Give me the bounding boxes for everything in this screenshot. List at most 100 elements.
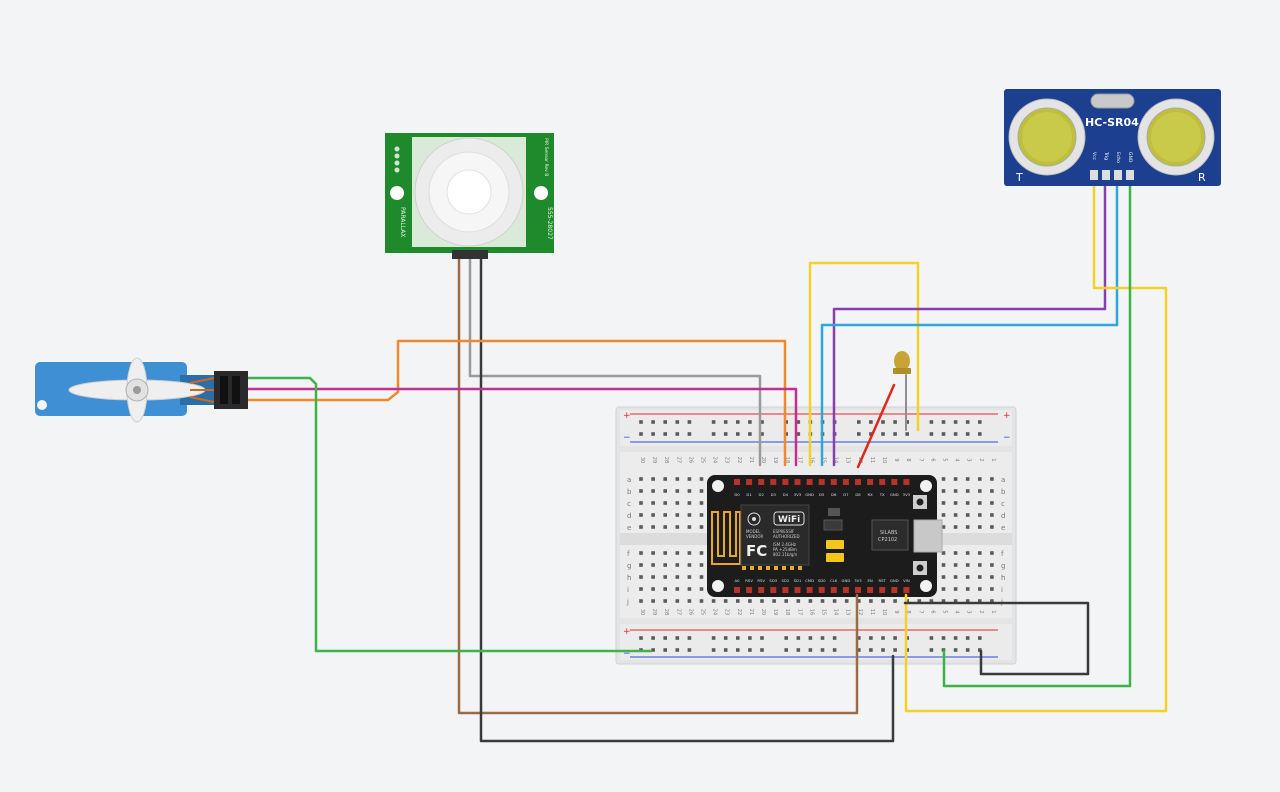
rail-hole[interactable]: [965, 432, 970, 436]
terminal-hole[interactable]: [953, 551, 958, 555]
rail-hole[interactable]: [820, 636, 825, 640]
rail-hole[interactable]: [881, 648, 885, 652]
rail-hole[interactable]: [832, 648, 837, 652]
rail-hole[interactable]: [869, 420, 873, 424]
ultrasonic-sensor[interactable]: HC-SR04 T R Vcc Trig Echo GND: [1004, 89, 1221, 186]
rail-hole[interactable]: [651, 432, 655, 436]
wires[interactable]: [246, 183, 1168, 743]
rail-hole[interactable]: [941, 420, 946, 424]
rail-hole[interactable]: [905, 420, 909, 424]
mcu-bottom-header[interactable]: [734, 587, 910, 593]
terminal-hole[interactable]: [639, 525, 643, 529]
mcu-top-header[interactable]: [734, 479, 910, 570]
rail-hole[interactable]: [857, 420, 861, 424]
terminal-hole[interactable]: [699, 489, 704, 493]
terminal-hole[interactable]: [929, 599, 934, 603]
terminal-hole[interactable]: [699, 587, 704, 591]
terminal-hole[interactable]: [978, 525, 982, 529]
terminal-hole[interactable]: [965, 587, 970, 591]
terminal-hole[interactable]: [965, 599, 970, 603]
rail-hole[interactable]: [905, 432, 909, 436]
terminal-hole[interactable]: [687, 489, 692, 493]
rail-hole[interactable]: [651, 420, 655, 424]
rail-hole[interactable]: [808, 648, 813, 652]
terminal-hole[interactable]: [965, 489, 970, 493]
mcu-pin[interactable]: [842, 587, 849, 593]
mcu-pin[interactable]: [842, 479, 849, 485]
rail-hole[interactable]: [663, 648, 667, 652]
terminal-hole[interactable]: [699, 575, 704, 579]
terminal-hole[interactable]: [941, 477, 946, 481]
rail-hole[interactable]: [978, 636, 982, 640]
rail-hole[interactable]: [723, 432, 728, 436]
terminal-hole[interactable]: [639, 563, 643, 567]
mcu-pin[interactable]: [891, 587, 898, 593]
terminal-hole[interactable]: [687, 551, 692, 555]
terminal-hole[interactable]: [675, 563, 680, 567]
terminal-hole[interactable]: [723, 599, 728, 603]
rail-hole[interactable]: [820, 648, 825, 652]
mcu-pin[interactable]: [879, 587, 886, 593]
terminal-hole[interactable]: [639, 477, 643, 481]
mcu-pin[interactable]: [830, 587, 837, 593]
terminal-hole[interactable]: [953, 525, 958, 529]
mcu-pin[interactable]: [806, 587, 813, 593]
rail-hole[interactable]: [953, 420, 958, 424]
terminal-hole[interactable]: [953, 489, 958, 493]
terminal-hole[interactable]: [687, 575, 692, 579]
rail-hole[interactable]: [857, 648, 861, 652]
rail-hole[interactable]: [881, 432, 885, 436]
terminal-hole[interactable]: [651, 477, 655, 481]
rail-hole[interactable]: [965, 648, 970, 652]
terminal-hole[interactable]: [748, 599, 752, 603]
terminal-hole[interactable]: [978, 551, 982, 555]
mcu-pin[interactable]: [782, 587, 789, 593]
rail-hole[interactable]: [723, 636, 728, 640]
rail-hole[interactable]: [953, 636, 958, 640]
terminal-hole[interactable]: [965, 575, 970, 579]
sonar-pin-3[interactable]: [1114, 170, 1122, 180]
pir-sensor[interactable]: PARALLAX 555-28027 PIR Sensor Rev B: [385, 133, 554, 259]
terminal-hole[interactable]: [639, 551, 643, 555]
rail-hole[interactable]: [953, 648, 958, 652]
rail-hole[interactable]: [796, 636, 801, 640]
rail-hole[interactable]: [869, 636, 873, 640]
terminal-hole[interactable]: [869, 599, 873, 603]
rail-hole[interactable]: [857, 636, 861, 640]
terminal-hole[interactable]: [832, 599, 837, 603]
terminal-hole[interactable]: [941, 575, 946, 579]
mcu-pin[interactable]: [867, 479, 874, 485]
mcu-pin[interactable]: [746, 479, 753, 485]
pir-connector[interactable]: [452, 250, 488, 259]
terminal-hole[interactable]: [687, 477, 692, 481]
terminal-hole[interactable]: [699, 501, 704, 505]
rail-hole[interactable]: [723, 420, 728, 424]
servo-connector[interactable]: [214, 371, 248, 409]
terminal-hole[interactable]: [699, 525, 704, 529]
terminal-hole[interactable]: [675, 501, 680, 505]
mcu-pin[interactable]: [734, 479, 740, 485]
terminal-hole[interactable]: [663, 587, 667, 591]
terminal-hole[interactable]: [651, 525, 655, 529]
mcu-pin[interactable]: [855, 479, 861, 485]
terminal-hole[interactable]: [639, 501, 643, 505]
terminal-hole[interactable]: [651, 563, 655, 567]
led[interactable]: [893, 351, 911, 374]
terminal-hole[interactable]: [965, 525, 970, 529]
terminal-hole[interactable]: [651, 575, 655, 579]
terminal-hole[interactable]: [651, 551, 655, 555]
terminal-hole[interactable]: [978, 575, 982, 579]
terminal-hole[interactable]: [953, 501, 958, 505]
mcu-pin[interactable]: [770, 587, 777, 593]
mcu-pin[interactable]: [794, 587, 801, 593]
rail-hole[interactable]: [893, 636, 897, 640]
rail-hole[interactable]: [941, 636, 946, 640]
terminal-hole[interactable]: [917, 599, 922, 603]
mcu-pin[interactable]: [794, 479, 801, 485]
terminal-hole[interactable]: [711, 599, 716, 603]
terminal-hole[interactable]: [953, 513, 958, 517]
rail-hole[interactable]: [808, 636, 813, 640]
terminal-hole[interactable]: [953, 575, 958, 579]
rail-hole[interactable]: [965, 420, 970, 424]
terminal-hole[interactable]: [687, 525, 692, 529]
